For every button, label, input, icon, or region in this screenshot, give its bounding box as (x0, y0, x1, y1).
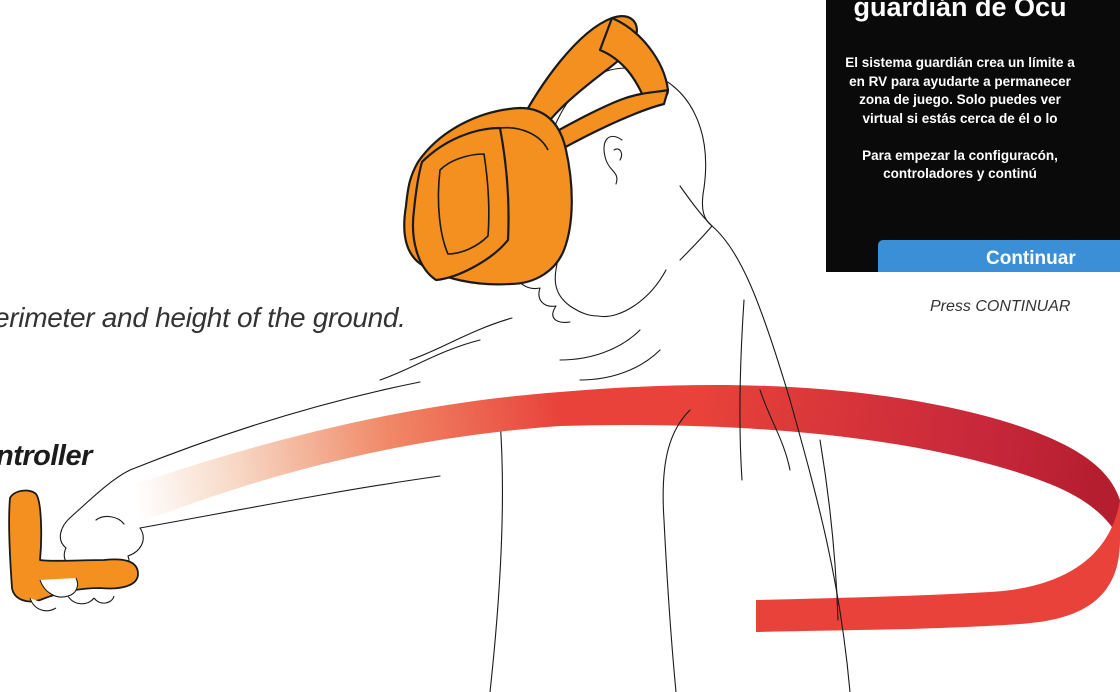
caption-perimeter: erimeter and height of the ground. (0, 302, 406, 334)
panel-body-line: en RV para ayudarte a permanecer (826, 73, 1094, 92)
panel-body-line: Para empezar la configuracón, (826, 147, 1094, 166)
vr-headset-icon (404, 16, 668, 284)
boundary-stroke-front (130, 392, 560, 524)
panel-body-line: virtual si estás cerca de él o lo (826, 110, 1094, 129)
panel-title: guardián de Ocu (826, 0, 1094, 23)
panel-body-line: controladores y continú (826, 165, 1094, 184)
boundary-stroke-back (560, 385, 1120, 632)
panel-body-line: zona de juego. Solo puedes ver (826, 91, 1094, 110)
continue-button[interactable]: Continuar (878, 240, 1120, 272)
press-continue-caption: Press CONTINUAR (930, 298, 1070, 316)
guardian-setup-panel: guardián de Ocu El sistema guardián crea… (826, 0, 1120, 272)
panel-body-spacer (826, 128, 1094, 147)
panel-body: El sistema guardián crea un límite a en … (826, 54, 1094, 184)
panel-body-line: El sistema guardián crea un límite a (826, 54, 1094, 73)
caption-controller: ntroller (0, 440, 92, 473)
